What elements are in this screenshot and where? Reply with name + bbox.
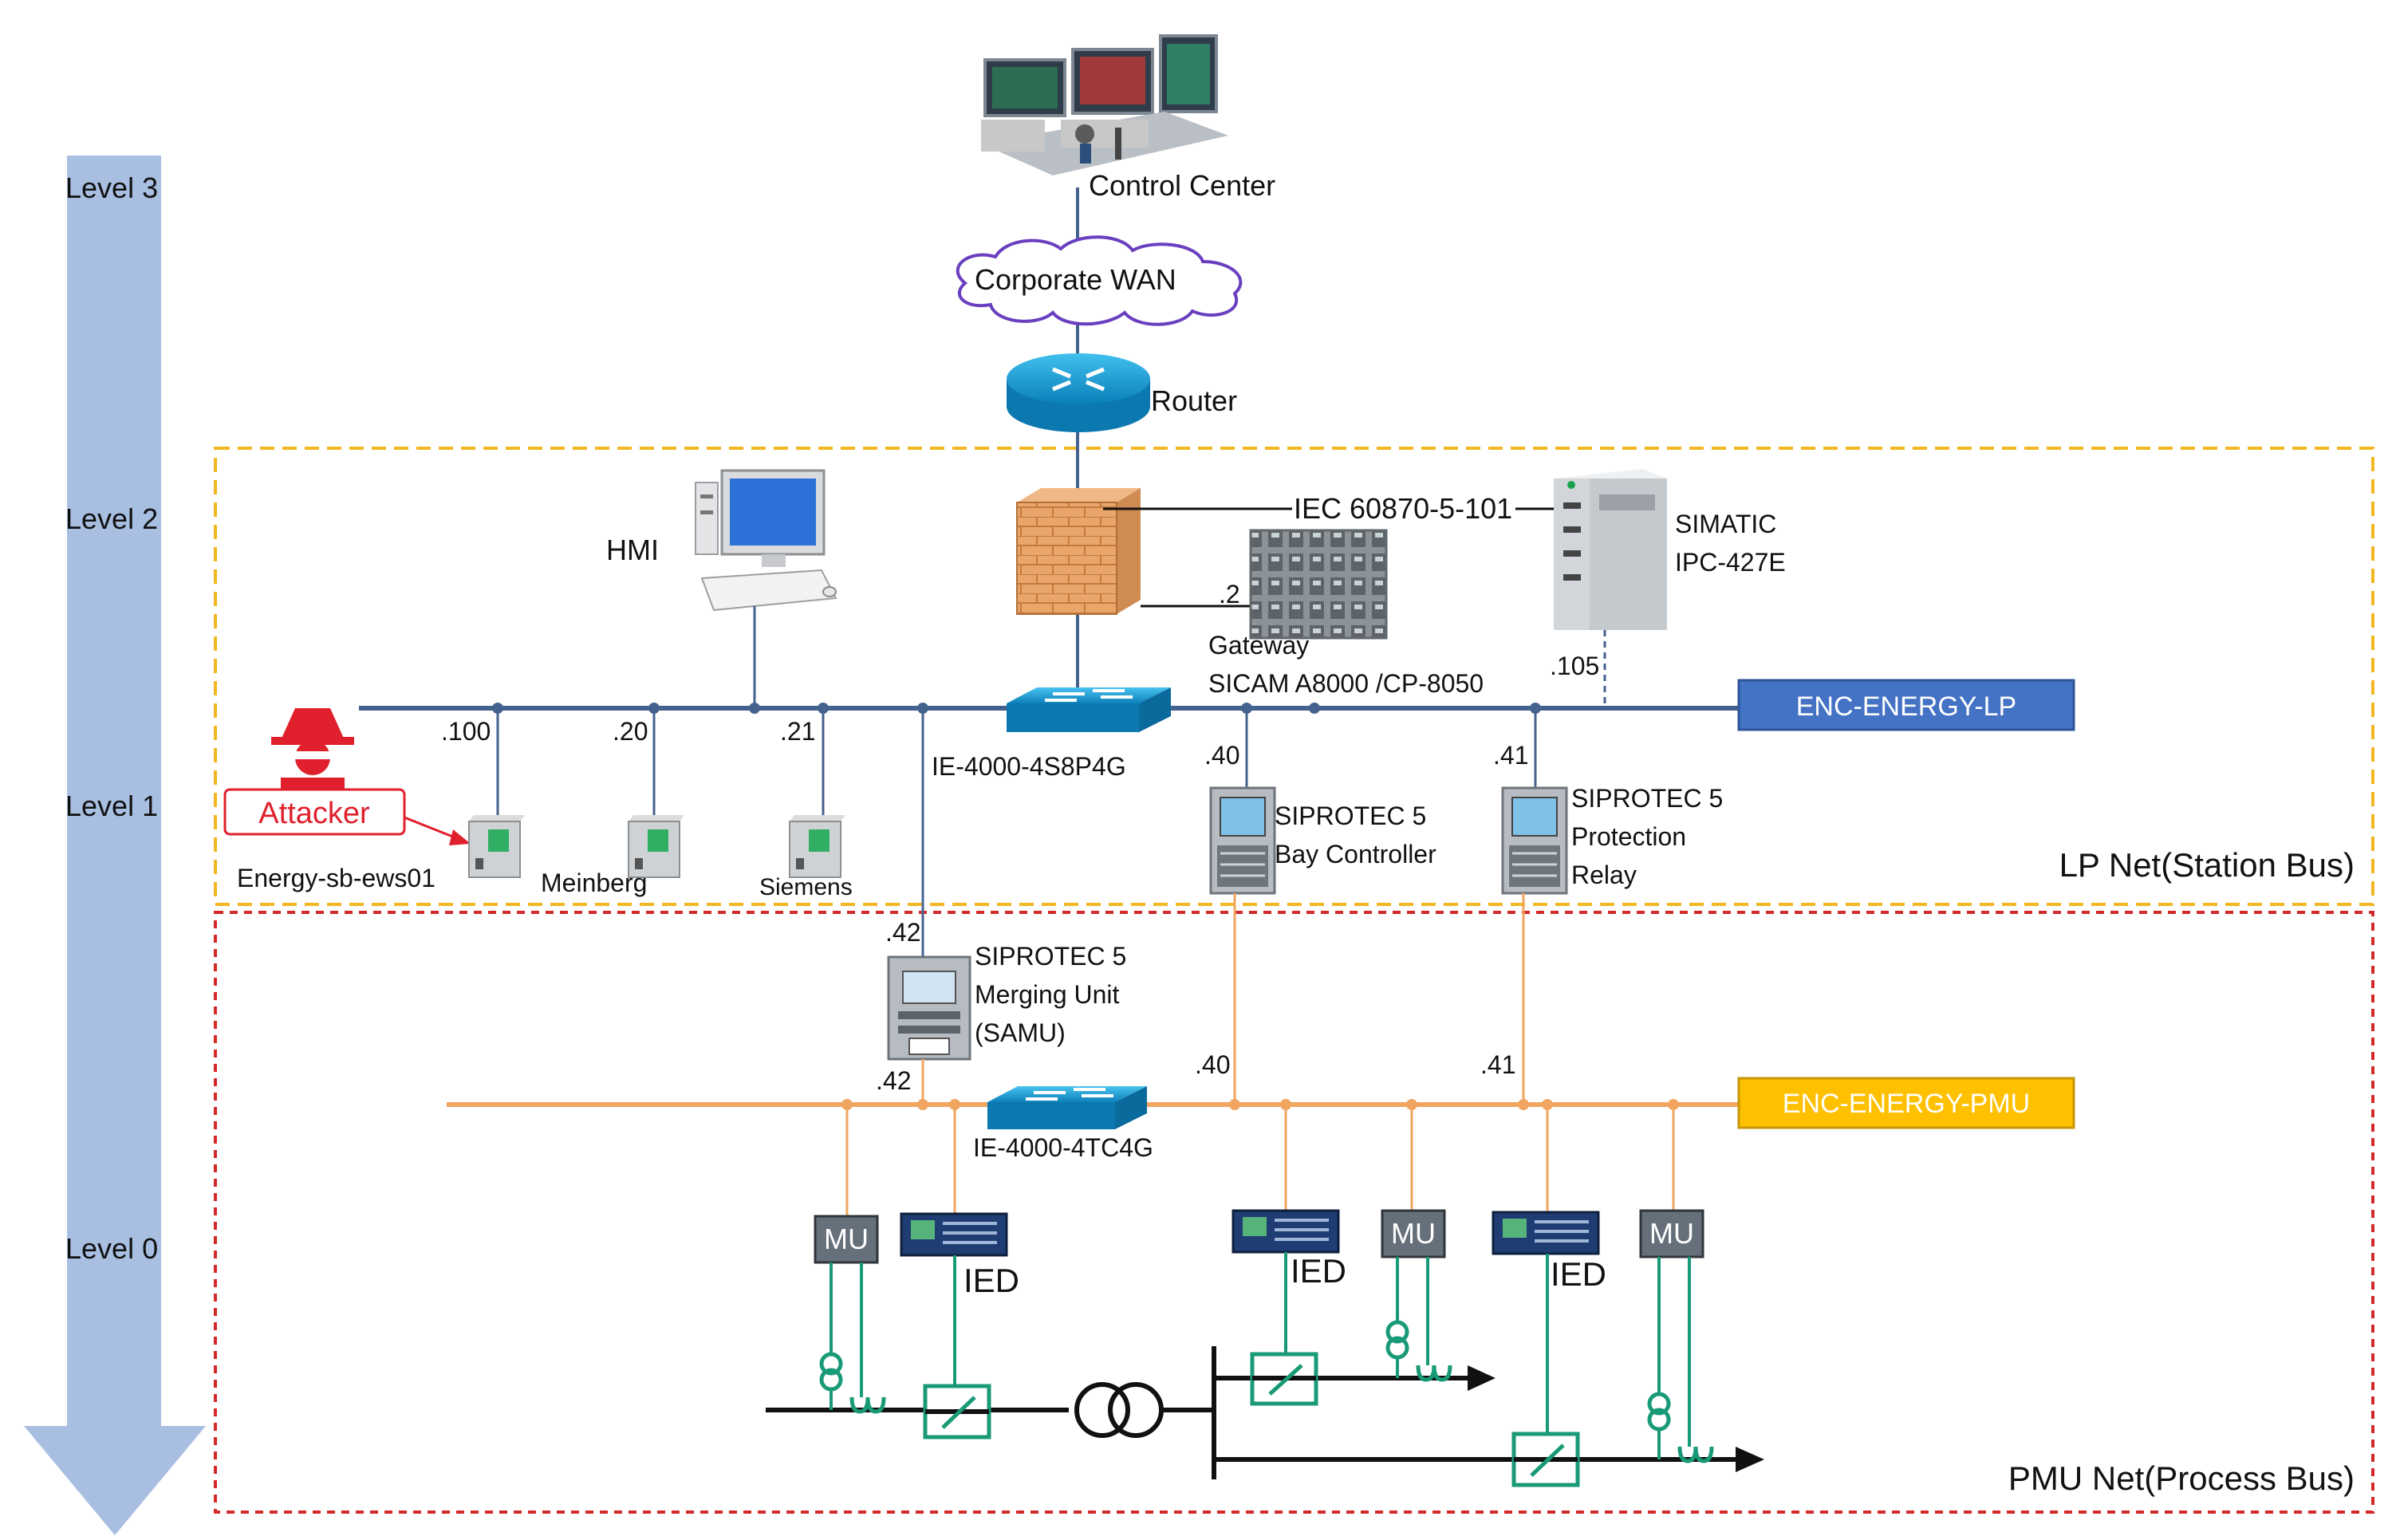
- station-name-ews01: Energy-sb-ews01: [237, 864, 435, 892]
- attacker-arrow: [404, 816, 459, 841]
- simatic-ipc-icon: [1554, 469, 1667, 630]
- pmu-bus-label: ENC-ENERGY-PMU: [1783, 1089, 2030, 1119]
- feeder-1-arrow: [1468, 1365, 1496, 1391]
- feeder-2-arrow: [1736, 1447, 1764, 1472]
- pmu-switch-label: IE-4000-4TC4G: [973, 1133, 1153, 1162]
- mu-label-3: MU: [1649, 1217, 1694, 1250]
- lp-bus-label: ENC-ENERGY-LP: [1796, 691, 2016, 722]
- bay-controller-label-2: Bay Controller: [1275, 840, 1436, 868]
- samu-label-3: (SAMU): [975, 1018, 1066, 1047]
- attacker-arrow-head: [449, 829, 471, 845]
- mu-label-2: MU: [1391, 1217, 1436, 1250]
- level-1-label: Level 1: [65, 790, 158, 822]
- control-center-icon: [981, 34, 1228, 175]
- router-label: Router: [1151, 384, 1237, 417]
- corporate-wan-cloud: [956, 235, 1243, 326]
- station-addr-21: .21: [780, 717, 815, 746]
- level-3-label: Level 3: [65, 171, 158, 204]
- station-name-siemens: Siemens: [759, 874, 853, 900]
- ied-device-1: [900, 1212, 1008, 1257]
- simatic-addr: .105: [1550, 652, 1599, 680]
- bay-controller-icon: [1209, 786, 1276, 895]
- gateway-label-2: SICAM A8000 /CP-8050: [1208, 669, 1484, 698]
- ied-label-1: IED: [964, 1262, 1019, 1299]
- mu-label-1: MU: [824, 1223, 869, 1255]
- simatic-label-1: SIMATIC: [1675, 510, 1776, 538]
- ct-symbol-2: [1385, 1320, 1409, 1378]
- ied-label-2: IED: [1291, 1252, 1346, 1290]
- gateway-label-1: Gateway: [1208, 631, 1309, 660]
- protection-relay-addr: .41: [1493, 741, 1528, 770]
- samu-addr-bottom: .42: [876, 1066, 911, 1095]
- level-arrow: [24, 156, 206, 1535]
- samu-addr-top: .42: [885, 918, 920, 947]
- lp-net-frame: [214, 447, 2374, 906]
- lp-switch-icon: [1007, 687, 1171, 732]
- hmi-label: HMI: [606, 534, 659, 566]
- ct-symbol-1: [819, 1352, 843, 1410]
- lp-bus-label-box: [1737, 679, 2075, 731]
- corporate-wan-label: Corporate WAN: [975, 263, 1176, 296]
- station-addr-100: .100: [441, 717, 491, 746]
- samu-device-icon: [887, 955, 971, 1061]
- station-meinberg: [628, 708, 684, 878]
- attacker-label-box: [223, 788, 406, 836]
- pmu-bus-label-box: [1737, 1077, 2075, 1129]
- simatic-label-2: IPC-427E: [1675, 548, 1786, 577]
- single-line-diagram: [766, 1252, 1764, 1487]
- control-center-label: Control Center: [1089, 169, 1275, 202]
- level-arrow-shaft: [67, 156, 161, 1428]
- protection-relay-label-2: Protection: [1571, 822, 1686, 851]
- transformer-symbol: [1074, 1382, 1130, 1438]
- level-2-label: Level 2: [65, 502, 158, 535]
- hmi-computer-icon: [695, 469, 837, 612]
- pmu-net-label: PMU Net(Process Bus): [2008, 1459, 2355, 1497]
- station-energy-sb-ews01: [468, 708, 525, 878]
- mu-device-1: [814, 1215, 879, 1264]
- pmu-net-frame: [214, 911, 2374, 1514]
- lp-switch-label: IE-4000-4S8P4G: [932, 752, 1126, 781]
- pmu-switch-icon: [987, 1086, 1147, 1129]
- ct-symbol-3: [1647, 1392, 1671, 1459]
- samu-label-1: SIPROTEC 5: [975, 942, 1126, 971]
- firewall-icon: [1016, 488, 1141, 615]
- vt-symbol-3: [1677, 1446, 1714, 1463]
- ied-device-2: [1231, 1209, 1340, 1254]
- station-name-meinberg: Meinberg: [541, 868, 647, 897]
- mu-device-3: [1639, 1209, 1704, 1258]
- protection-relay-label-3: Relay: [1571, 861, 1637, 889]
- iec-protocol-label: IEC 60870-5-101: [1294, 492, 1512, 525]
- level-arrow-head: [24, 1426, 206, 1535]
- station-siemens: [789, 708, 845, 878]
- station-addr-20: .20: [613, 717, 648, 746]
- lp-net-label: LP Net(Station Bus): [2059, 846, 2355, 884]
- vt-symbol-1: [849, 1396, 886, 1414]
- gateway-rack-icon: [1249, 529, 1388, 640]
- ied-device-3: [1492, 1211, 1600, 1255]
- attacker-label: Attacker: [258, 797, 370, 830]
- mu-device-2: [1381, 1209, 1446, 1258]
- bay-controller-label-1: SIPROTEC 5: [1275, 802, 1426, 830]
- vt-symbol-2: [1416, 1365, 1452, 1382]
- samu-label-2: Merging Unit: [975, 980, 1120, 1009]
- protection-relay-icon: [1501, 786, 1568, 895]
- level-0-label: Level 0: [65, 1232, 158, 1265]
- pmu-addr-41: .41: [1480, 1050, 1515, 1079]
- router-icon: [1007, 353, 1150, 432]
- bay-controller-addr: .40: [1204, 741, 1239, 770]
- ied-label-3: IED: [1551, 1255, 1606, 1293]
- gateway-addr: .2: [1219, 580, 1240, 609]
- pmu-addr-40: .40: [1195, 1050, 1230, 1079]
- attacker-icon: [271, 708, 354, 792]
- protection-relay-label-1: SIPROTEC 5: [1571, 784, 1723, 813]
